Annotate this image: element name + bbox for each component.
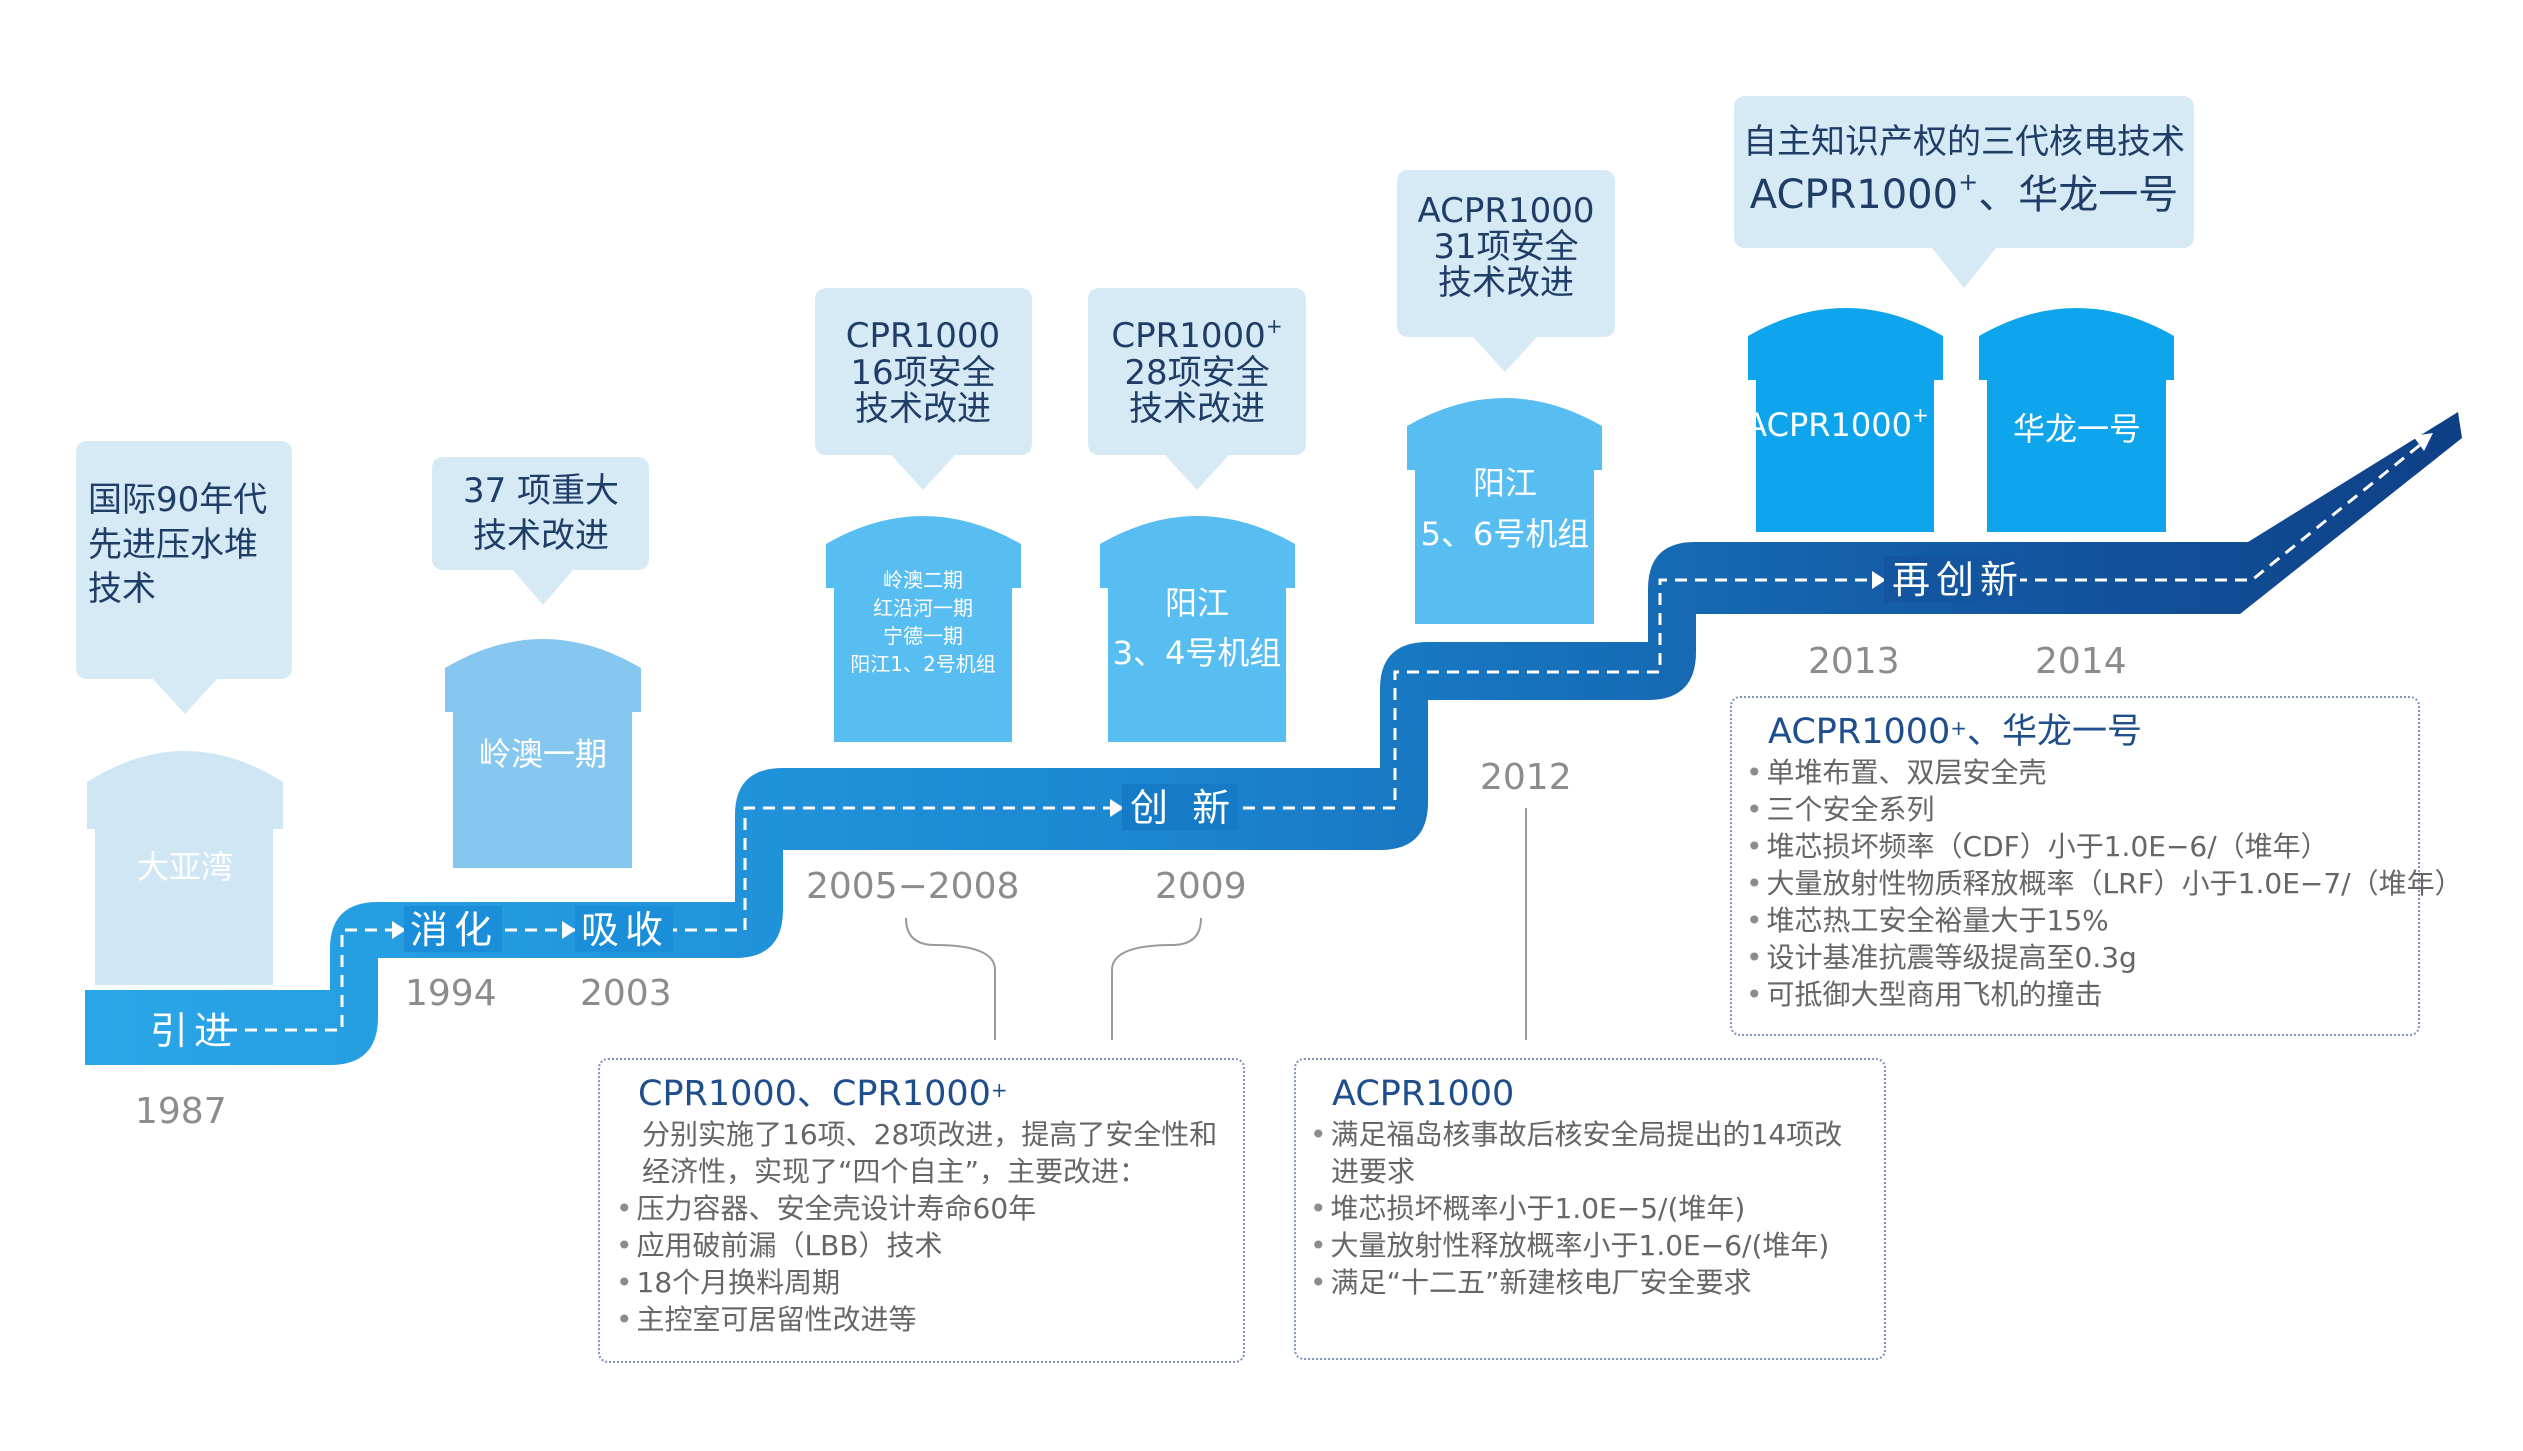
info-box-cpr1000-intro2: 经济性，实现了“四个自主”，主要改进： [642, 1155, 1148, 1188]
step-label-chuangxin: 创 新 [1130, 786, 1236, 830]
plant-daya [87, 751, 283, 985]
year-2012: 2012 [1480, 757, 1572, 798]
info-box-acpr1000-item: 堆芯损坏概率小于1.0E−5/(堆年) [1310, 1190, 1884, 1227]
bubble-1987 [76, 441, 292, 714]
bubble-2005-line2: 16项安全 [850, 353, 995, 393]
bubble-1987-line1: 国际90年代 [88, 480, 267, 520]
info-box-acpr1000-title: ACPR1000 [1332, 1074, 1515, 1114]
plant-yangjiang34 [1100, 516, 1295, 742]
plant-label-yangjiang34-l2: 3、4号机组 [1113, 634, 1282, 672]
step-label-yinjin: 引进 [150, 1009, 238, 1053]
bubble-1987-line2: 先进压水堆 [88, 525, 258, 565]
plant-hualong [1979, 308, 2174, 532]
plant-label-yangjiang56-l2: 5、6号机组 [1421, 515, 1590, 553]
info-box-acpr1000-item: 满足福岛核事故后核安全局提出的14项改 [1310, 1116, 1884, 1153]
bubble-2012-line3: 技术改进 [1438, 263, 1574, 303]
plant-label-lingao1: 岭澳一期 [479, 735, 607, 773]
title-sup: + [990, 1078, 1008, 1102]
bubble-2005-line1: CPR1000 [846, 316, 1000, 356]
info-box-hualong-item: 三个安全系列 [1746, 791, 2418, 828]
info-box-hualong-item: 堆芯损坏频率（CDF）小于1.0E−6/（堆年） [1746, 828, 2418, 865]
bubble-1994 [432, 457, 649, 605]
plant-acpr1000plus [1748, 308, 1943, 532]
arrow-head-zaichuangxin [1872, 571, 1886, 589]
info-box-hualong-item: 堆芯热工安全裕量大于15% [1746, 902, 2418, 939]
plant-group-2005 [826, 516, 1021, 742]
label-bg [575, 906, 673, 952]
title-text-2: 、华龙一号 [1967, 712, 2143, 752]
arrow-head-xiaohua [392, 921, 406, 939]
step-label-zaichuangxin: 再创新 [1892, 558, 2024, 602]
info-box-cpr1000-item: 应用破前漏（LBB）技术 [616, 1227, 1243, 1264]
info-box-cpr1000-item: 18个月换料周期 [616, 1264, 1243, 1301]
plant-lingao1 [445, 639, 641, 868]
year-2013: 2013 [1808, 641, 1900, 682]
info-box-acpr1000-item: 大量放射性释放概率小于1.0E−6/(堆年) [1310, 1227, 1884, 1264]
step-label-xiaohua: 消化 [410, 908, 498, 952]
bubble-2009-line3: 技术改进 [1129, 389, 1265, 429]
bubble-2009-line1: CPR1000+ [1111, 314, 1282, 356]
year-1987: 1987 [135, 1091, 227, 1132]
bubble-2009 [1088, 288, 1306, 490]
bubble-2009-line2: 28项安全 [1124, 353, 1269, 393]
plant-yangjiang56 [1407, 398, 1602, 624]
bubble-1994-line1: 37 项重大 [463, 471, 619, 511]
info-box-hualong-item: 设计基准抗震等级提高至0.3g [1746, 939, 2418, 976]
info-box-acpr1000-item-cont: 进要求 [1331, 1155, 1416, 1188]
bubble-2012 [1397, 170, 1615, 372]
year-2005-2008: 2005−2008 [806, 866, 1019, 907]
arrow-head-xishou [562, 921, 576, 939]
connector-2009 [1111, 917, 1202, 1040]
bubble-2013-line1: 自主知识产权的三代核电技术 [1743, 122, 2185, 162]
plant-label-daya: 大亚湾 [137, 848, 233, 886]
plant-label-yangjiang56-l1: 阳江 [1473, 464, 1537, 502]
connector-2005 [905, 917, 996, 1040]
bubble-2005-line3: 技术改进 [855, 389, 991, 429]
plant-label-yangjiang12: 阳江1、2号机组 [850, 652, 995, 676]
plant-label-hualong: 华龙一号 [2013, 410, 2141, 448]
info-box-cpr1000: CPR1000、CPR1000+ 分别实施了16项、28项改进，提高了安全性和 … [598, 1058, 1245, 1363]
info-box-cpr1000-intro1: 分别实施了16项、28项改进，提高了安全性和 [642, 1118, 1218, 1151]
arrow-head-chuangxin [1110, 799, 1124, 817]
info-box-cpr1000-title: CPR1000、CPR1000+ [638, 1072, 1243, 1116]
bubble-2012-line2: 31项安全 [1433, 227, 1578, 267]
label-bg [1122, 784, 1238, 830]
year-2009: 2009 [1155, 866, 1247, 907]
bubble-2013-line2: ACPR1000+、华龙一号 [1750, 168, 2178, 218]
info-box-hualong-item: 大量放射性物质释放概率（LRF）小于1.0E−7/（堆年） [1746, 865, 2463, 902]
staircase-band [85, 412, 2462, 1065]
bubble-2012-line1: ACPR1000 [1417, 191, 1594, 231]
plant-label-acpr1000plus: ACPR1000+ [1745, 403, 1928, 444]
info-box-acpr1000: ACPR1000 满足福岛核事故后核安全局提出的14项改 进要求 堆芯损坏概率小… [1294, 1058, 1886, 1360]
plant-label-ningde: 宁德一期 [883, 624, 963, 648]
label-bg [404, 906, 502, 952]
plant-label-lingao2: 岭澳二期 [883, 568, 963, 592]
step-label-xishou: 吸收 [581, 908, 669, 952]
info-box-hualong: ACPR1000+、华龙一号 单堆布置、双层安全壳 三个安全系列 堆芯损坏频率（… [1730, 696, 2463, 1036]
bubble-2005 [815, 288, 1032, 490]
label-bg [1884, 556, 2020, 602]
info-box-hualong-title: ACPR1000+、华龙一号 [1768, 710, 2418, 754]
bubble-2013-2014 [1734, 96, 2194, 288]
title-text: CPR1000、CPR1000 [638, 1074, 991, 1114]
plant-label-hongyanhe: 红沿河一期 [873, 596, 973, 620]
bubble-1987-line3: 技术 [88, 569, 156, 609]
info-box-hualong-item: 单堆布置、双层安全壳 [1746, 754, 2418, 791]
title-sup: + [1950, 716, 1968, 740]
year-1994: 1994 [405, 973, 497, 1014]
info-box-acpr1000-item: 满足“十二五”新建核电厂安全要求 [1310, 1264, 1884, 1301]
year-2003: 2003 [580, 973, 672, 1014]
bubble-1994-line2: 技术改进 [473, 516, 609, 556]
plant-label-yangjiang34-l1: 阳江 [1165, 584, 1229, 622]
info-box-cpr1000-item: 压力容器、安全壳设计寿命60年 [616, 1190, 1243, 1227]
arrow-head-end [2413, 433, 2433, 451]
title-text: ACPR1000 [1768, 712, 1951, 752]
info-box-cpr1000-item: 主控室可居留性改进等 [616, 1301, 1243, 1338]
year-2014: 2014 [2035, 641, 2127, 682]
info-box-hualong-item: 可抵御大型商用飞机的撞击 [1746, 976, 2418, 1013]
